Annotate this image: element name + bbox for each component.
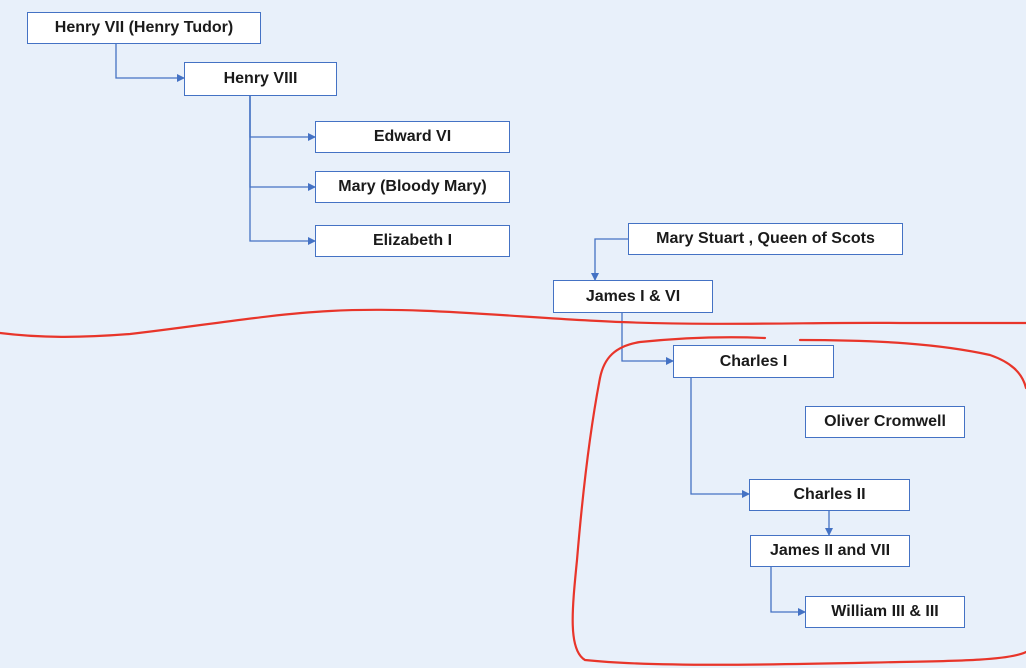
connector-mary-stuart-to-james-i xyxy=(591,238,628,281)
connector-henry-viii-to-elizabeth-i xyxy=(249,96,316,245)
node-henry-viii: Henry VIII xyxy=(184,62,337,96)
freehand-divider-line xyxy=(0,308,1026,338)
connector-james-i-to-charles-i xyxy=(621,313,674,365)
node-oliver-cromwell: Oliver Cromwell xyxy=(805,406,965,438)
connector-henry-viii-to-edward-vi xyxy=(249,96,316,141)
freehand-enclosure-loop xyxy=(571,336,1026,666)
node-charles-ii: Charles II xyxy=(749,479,910,511)
connector-henry-vii-to-henry-viii xyxy=(115,44,185,82)
node-elizabeth-i: Elizabeth I xyxy=(315,225,510,257)
connector-henry-viii-to-mary xyxy=(249,96,316,191)
node-james-i: James I & VI xyxy=(553,280,713,313)
node-henry-vii: Henry VII (Henry Tudor) xyxy=(27,12,261,44)
node-charles-i: Charles I xyxy=(673,345,834,378)
connector-charles-i-to-charles-ii xyxy=(690,378,750,498)
node-james-ii: James II and VII xyxy=(750,535,910,567)
node-edward-vi: Edward VI xyxy=(315,121,510,153)
node-mary-stuart: Mary Stuart , Queen of Scots xyxy=(628,223,903,255)
node-mary-bloody-mary: Mary (Bloody Mary) xyxy=(315,171,510,203)
connector-james-ii-to-william-iii xyxy=(770,567,806,616)
node-william-iii: William III & III xyxy=(805,596,965,628)
